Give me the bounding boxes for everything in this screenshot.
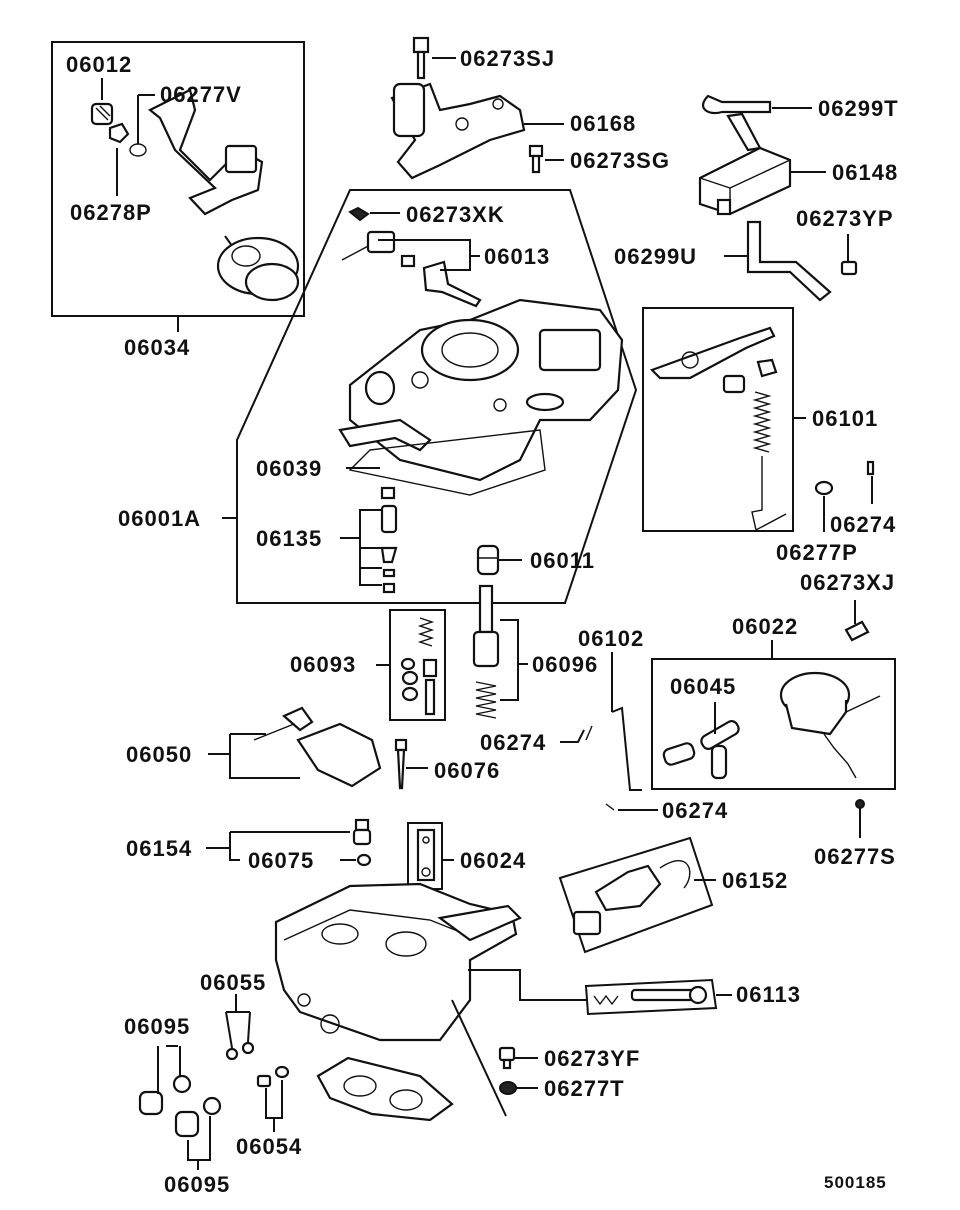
carburetor-upper-assembly-part: [338, 298, 624, 496]
jet-set-06135-part: [380, 486, 398, 594]
plate-06024-part: [416, 828, 436, 882]
label-06095-lower: 06095: [164, 1172, 230, 1197]
label-06273YF: 06273YF: [544, 1046, 640, 1071]
float-06050-part: [253, 706, 382, 788]
bolt-06273SJ-part: [412, 36, 430, 80]
label-06039: 06039: [256, 456, 322, 481]
washer-06075-part: [356, 853, 372, 867]
washer-06277P-part: [814, 480, 834, 496]
bolt-06273YF-part: [498, 1046, 516, 1070]
label-06273SJ: 06273SJ: [460, 46, 555, 71]
label-06273SG: 06273SG: [570, 148, 670, 173]
bolt-06273SG-part: [528, 144, 544, 174]
label-06011: 06011: [530, 548, 595, 573]
accelerator-pump-06096-part: [472, 584, 500, 719]
nut-06012-part: [90, 102, 114, 126]
label-06034: 06034: [124, 335, 190, 360]
vacuum-diaphragm-06034-part: [216, 235, 300, 302]
label-06274-middle: 06274: [480, 730, 546, 755]
label-06022: 06022: [732, 614, 798, 639]
label-06299U: 06299U: [614, 244, 697, 269]
pin-06076-part: [394, 738, 408, 790]
lever-rod-06101-part: [650, 326, 787, 532]
clip-06274-top-part: [866, 460, 875, 476]
plug-06095-upper-part: [138, 1074, 192, 1116]
label-06154: 06154: [126, 836, 192, 861]
nut-06278P-part: [108, 122, 130, 144]
label-06299T: 06299T: [818, 96, 899, 121]
screw-06055-part: [225, 1041, 255, 1061]
label-06277T: 06277T: [544, 1076, 625, 1101]
screw-06273XK-part: [348, 206, 370, 222]
label-06093: 06093: [290, 652, 356, 677]
label-06102: 06102: [578, 626, 644, 651]
group-box-06022: [651, 658, 896, 790]
label-06273XK: 06273XK: [406, 202, 505, 227]
washer-06277T-part: [499, 1081, 517, 1095]
label-06277P: 06277P: [776, 540, 858, 565]
label-06152: 06152: [722, 868, 788, 893]
label-06113: 06113: [736, 982, 801, 1007]
cap-06011-part: [476, 544, 500, 576]
vacuum-actuator-06022-part: [779, 671, 881, 779]
label-06075: 06075: [248, 848, 314, 873]
label-06273XJ: 06273XJ: [800, 570, 895, 595]
group-box-06113: [584, 978, 718, 1016]
pump-parts-06093-part: [400, 617, 438, 716]
label-06274-upper: 06274: [830, 512, 896, 537]
group-box-06101: [642, 307, 794, 532]
label-06278P: 06278P: [70, 200, 152, 225]
label-06001A: 06001A: [118, 506, 201, 531]
screw-06054-part: [256, 1065, 290, 1088]
label-06054: 06054: [236, 1134, 302, 1159]
label-06055: 06055: [200, 970, 266, 995]
label-06274-lower: 06274: [662, 798, 728, 823]
label-06101: 06101: [812, 406, 878, 431]
label-06277V: 06277V: [160, 82, 242, 107]
screw-06273YP-part: [840, 260, 858, 276]
hose-06299T-part: [702, 94, 772, 152]
bracket-part: [147, 88, 264, 216]
bolt-06273XJ-part: [844, 620, 870, 642]
label-06168: 06168: [570, 111, 636, 136]
label-06148: 06148: [832, 160, 898, 185]
diagram-reference-number: 500185: [824, 1173, 887, 1192]
link-bracket-06168-part: [390, 82, 526, 180]
valve-block-06148-part: [698, 146, 792, 216]
leader-lines: [101, 57, 873, 1170]
label-06012: 06012: [66, 52, 132, 77]
label-06135: 06135: [256, 526, 322, 551]
label-06076: 06076: [434, 758, 500, 783]
carburetor-body-part: [274, 882, 522, 1042]
label-06024: 06024: [460, 848, 526, 873]
plug-06095-lower-part: [174, 1096, 222, 1138]
label-06273YP: 06273YP: [796, 206, 894, 231]
label-06277S: 06277S: [814, 844, 896, 869]
label-06013: 06013: [484, 244, 550, 269]
tee-fitting-06045-part: [662, 720, 740, 780]
group-box-06001A: [236, 189, 638, 604]
clip-06277V-part: [129, 143, 147, 157]
label-06095-upper: 06095: [124, 1014, 190, 1039]
gasket-part: [316, 1056, 454, 1122]
solenoid-06152-part: [572, 860, 691, 936]
label-06045: 06045: [670, 674, 736, 699]
float-needle-06013-part: [341, 230, 482, 308]
rod-06102-part: [585, 706, 642, 811]
clip-06277S-part: [855, 799, 865, 809]
label-06050: 06050: [126, 742, 192, 767]
label-06096: 06096: [532, 652, 598, 677]
fitting-06154-part: [352, 818, 372, 846]
hose-06299U-part: [746, 220, 832, 302]
screw-spring-06113-part: [593, 985, 708, 1006]
